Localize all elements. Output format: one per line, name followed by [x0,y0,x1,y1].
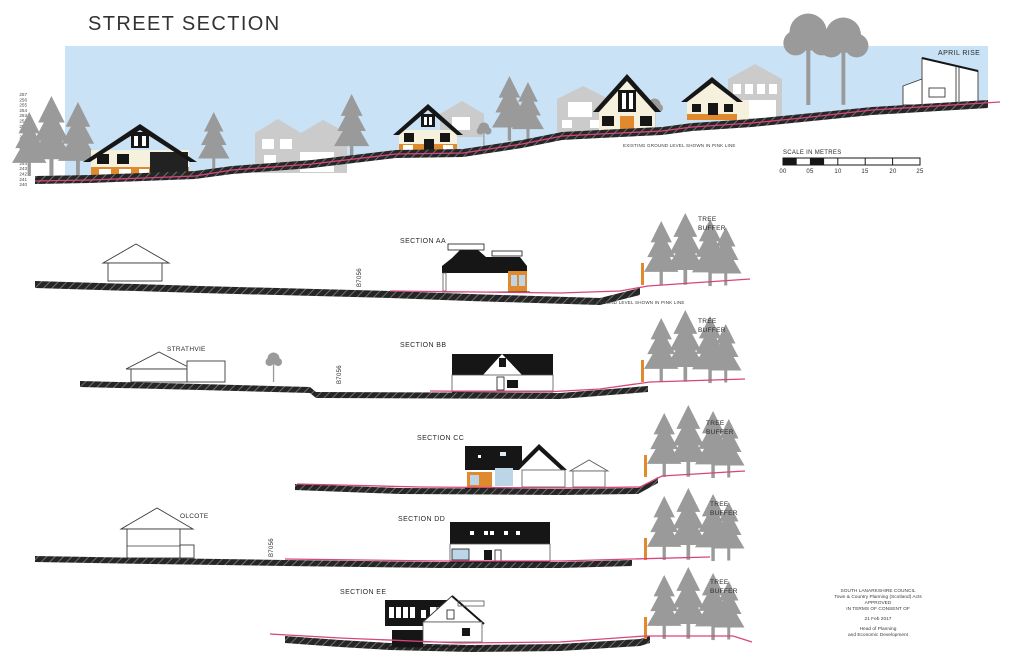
april-rise-label: APRIL RISE [938,50,980,57]
existing-ground-line [429,378,746,393]
section-dd: SECTION DD OLCOTE B7056 TREE BUFFER [35,488,745,568]
scale-tick: 05 [806,169,814,175]
tree-buffer-label: TREE [706,420,725,427]
tree-buffer-trees [644,567,745,640]
scale-tick: 25 [916,169,924,175]
ground-note: EXISTING GROUND LEVEL SHOWN IN PINK LINE [623,143,736,148]
tree-buffer-label: BUFFER [710,510,738,517]
section-bb: SECTION BB STRATHVIE B7056 TREE BUFFER [80,310,746,399]
section-cc-label: SECTION CC [417,435,464,442]
scale-tick: 20 [889,169,897,175]
elevation-value: 256 [19,97,27,102]
tree-buffer-label: BUFFER [698,225,726,232]
scale-bar: SCALE IN METRES 00 05 10 15 20 25 [779,150,924,175]
proposed-house-2 [393,104,463,152]
elevation-value: 253 [19,113,27,118]
section-cc: SECTION CC TREE BUFFER [295,405,746,495]
tree-buffer-label: BUFFER [698,327,726,334]
stamp-line: 21 Feb 2017 [865,616,892,622]
existing-house-outline [125,351,226,383]
section-house [465,444,610,489]
stamp-line: Head of Planning [860,626,897,632]
tree-buffer-trees [644,488,745,561]
road-label-b7056: B7056 [337,365,343,384]
ground-note: EXISTING GROUND LEVEL SHOWN IN PINK LINE [572,300,685,305]
scale-tick: 10 [834,169,842,175]
scale-tick: 15 [861,169,869,175]
olcote-label: OLCOTE [180,513,209,520]
elevation-value: 242 [19,172,27,177]
tree-buffer-trees [641,310,742,383]
elevation-value: 244 [19,161,27,166]
section-aa-label: SECTION AA [400,238,446,245]
section-house [385,595,485,648]
tree-buffer-label: BUFFER [706,429,734,436]
outbuilding [572,470,606,488]
elevation-value: 240 [19,182,27,187]
scale-bar-title: SCALE IN METRES [783,150,842,156]
stamp-line: and Economic Development [848,632,909,638]
tree-buffer-label: BUFFER [710,588,738,595]
tree-buffer-label: TREE [710,501,729,508]
outbuilding-roof [568,459,610,472]
april-rise-building [902,57,979,106]
road-label-b7056: B7056 [357,268,363,287]
proposed-house-4 [681,77,749,120]
ground-band [35,556,632,568]
ground-band [35,100,988,184]
section-house [451,354,554,393]
silhouette-house [255,119,347,173]
ground-band [285,636,650,652]
tree-buffer-trees [644,405,745,478]
stamp-line: APPROVED [865,600,892,606]
scale-tick: 00 [779,169,787,175]
section-house [442,243,530,293]
approval-stamp: SOUTH LANARKSHIRE COUNCIL Town & Country… [834,588,922,638]
elevation-value: 255 [19,103,27,108]
elevation-value: 252 [19,119,27,124]
elevation-value: 241 [19,177,27,182]
existing-ground-line [389,278,751,294]
stamp-line: IN TERMS OF CONSENT OF [846,606,910,612]
garden-tree [265,352,282,382]
existing-ground-line [284,556,711,562]
existing-ground-line [269,633,753,644]
strathvie-label: STRATHVIE [167,346,206,353]
road-label-b7056: B7056 [269,538,275,557]
stamp-line: Town & Country Planning (Scotland) Acts [834,594,922,600]
section-dd-label: SECTION DD [398,516,445,523]
elevation-value: 243 [19,166,27,171]
section-ee: SECTION EE TREE BUFFER [269,567,753,652]
elevation-value: 257 [19,92,27,97]
existing-house-outline [101,243,171,282]
section-house [449,522,551,563]
ground-band [80,381,648,399]
main-street-section: 2572562552542532522512502492482472462452… [12,13,1001,187]
section-bb-label: SECTION BB [400,342,446,349]
existing-ground-line [296,470,746,489]
ground-band [35,281,640,305]
proposed-house-3 [593,74,661,130]
tree-buffer-label: TREE [710,579,729,586]
elevation-value: 254 [19,108,27,113]
existing-house-outline [119,507,195,559]
page-title: STREET SECTION [88,13,281,35]
tree-buffer-trees [641,213,742,286]
tree-buffer-label: TREE [698,318,717,325]
section-ee-label: SECTION EE [340,589,386,596]
tree-buffer-label: TREE [698,216,717,223]
ground-band [295,477,658,495]
section-aa: SECTION AA B7056 TREE BUFFER EXISTING GR… [35,213,751,305]
existing-ground-line [34,101,1001,182]
stamp-line: SOUTH LANARKSHIRE COUNCIL [841,588,916,594]
